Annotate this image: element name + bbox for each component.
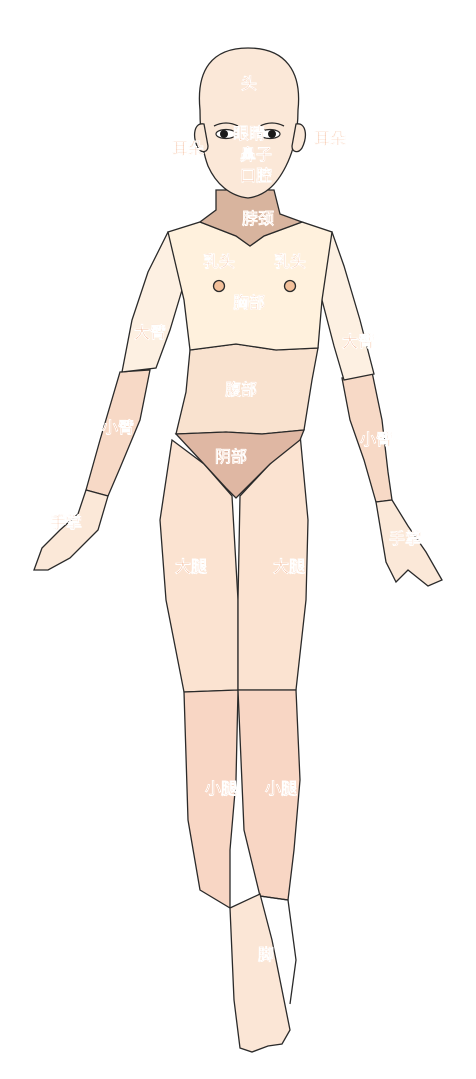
- label-mouth[interactable]: 口腔: [239, 166, 273, 185]
- label-upper-arm-left[interactable]: 大臂: [133, 323, 167, 342]
- eyebrow-left: [213, 122, 239, 127]
- foot-region[interactable]: [229, 893, 291, 1053]
- label-thigh-right[interactable]: 大腿: [272, 557, 306, 576]
- label-neck[interactable]: 脖颈: [241, 209, 275, 228]
- label-head[interactable]: 头: [240, 74, 258, 93]
- label-foot[interactable]: 脚: [257, 945, 275, 964]
- nipple-right-region[interactable]: [283, 279, 297, 293]
- label-nipple-left[interactable]: 乳头: [202, 252, 236, 271]
- pupil-right-icon: [268, 130, 276, 138]
- label-eyes[interactable]: 眼睛: [232, 124, 266, 143]
- palm-right-region[interactable]: [375, 499, 443, 587]
- groin-region[interactable]: [174, 429, 305, 499]
- label-calf-right[interactable]: 小腿: [264, 779, 298, 798]
- forearm-left-region[interactable]: [85, 369, 151, 497]
- label-belly[interactable]: 腹部: [224, 380, 258, 399]
- neck-region[interactable]: [198, 189, 304, 247]
- label-chest[interactable]: 胸部: [232, 293, 266, 312]
- palm-left-region[interactable]: [33, 489, 109, 571]
- label-ear-left[interactable]: 耳朵: [171, 139, 205, 158]
- label-groin[interactable]: 阴部: [214, 447, 248, 466]
- label-nipple-right[interactable]: 乳头: [273, 252, 307, 271]
- ear-right-region[interactable]: [291, 123, 307, 153]
- label-upper-arm-right[interactable]: 大臂: [341, 332, 375, 351]
- label-forearm-left[interactable]: 小臂: [101, 418, 135, 437]
- label-forearm-right[interactable]: 小臂: [359, 430, 393, 449]
- calf-left-region[interactable]: [183, 689, 239, 910]
- pupil-left-icon: [220, 130, 228, 138]
- calf-right-region[interactable]: [237, 689, 301, 901]
- label-palm-right[interactable]: 手掌: [388, 529, 422, 548]
- label-calf-left[interactable]: 小腿: [204, 779, 238, 798]
- nipple-left-region[interactable]: [212, 279, 226, 293]
- label-ear-right[interactable]: 耳朵: [313, 129, 347, 148]
- head-region[interactable]: [198, 47, 300, 199]
- ear-left-region[interactable]: [193, 123, 209, 153]
- label-nose[interactable]: 鼻子: [239, 145, 273, 164]
- eyebrow-right: [259, 122, 285, 127]
- label-thigh-left[interactable]: 大腿: [174, 557, 208, 576]
- upper-arm-right-region[interactable]: [317, 231, 375, 381]
- label-palm-left[interactable]: 手掌: [49, 513, 83, 532]
